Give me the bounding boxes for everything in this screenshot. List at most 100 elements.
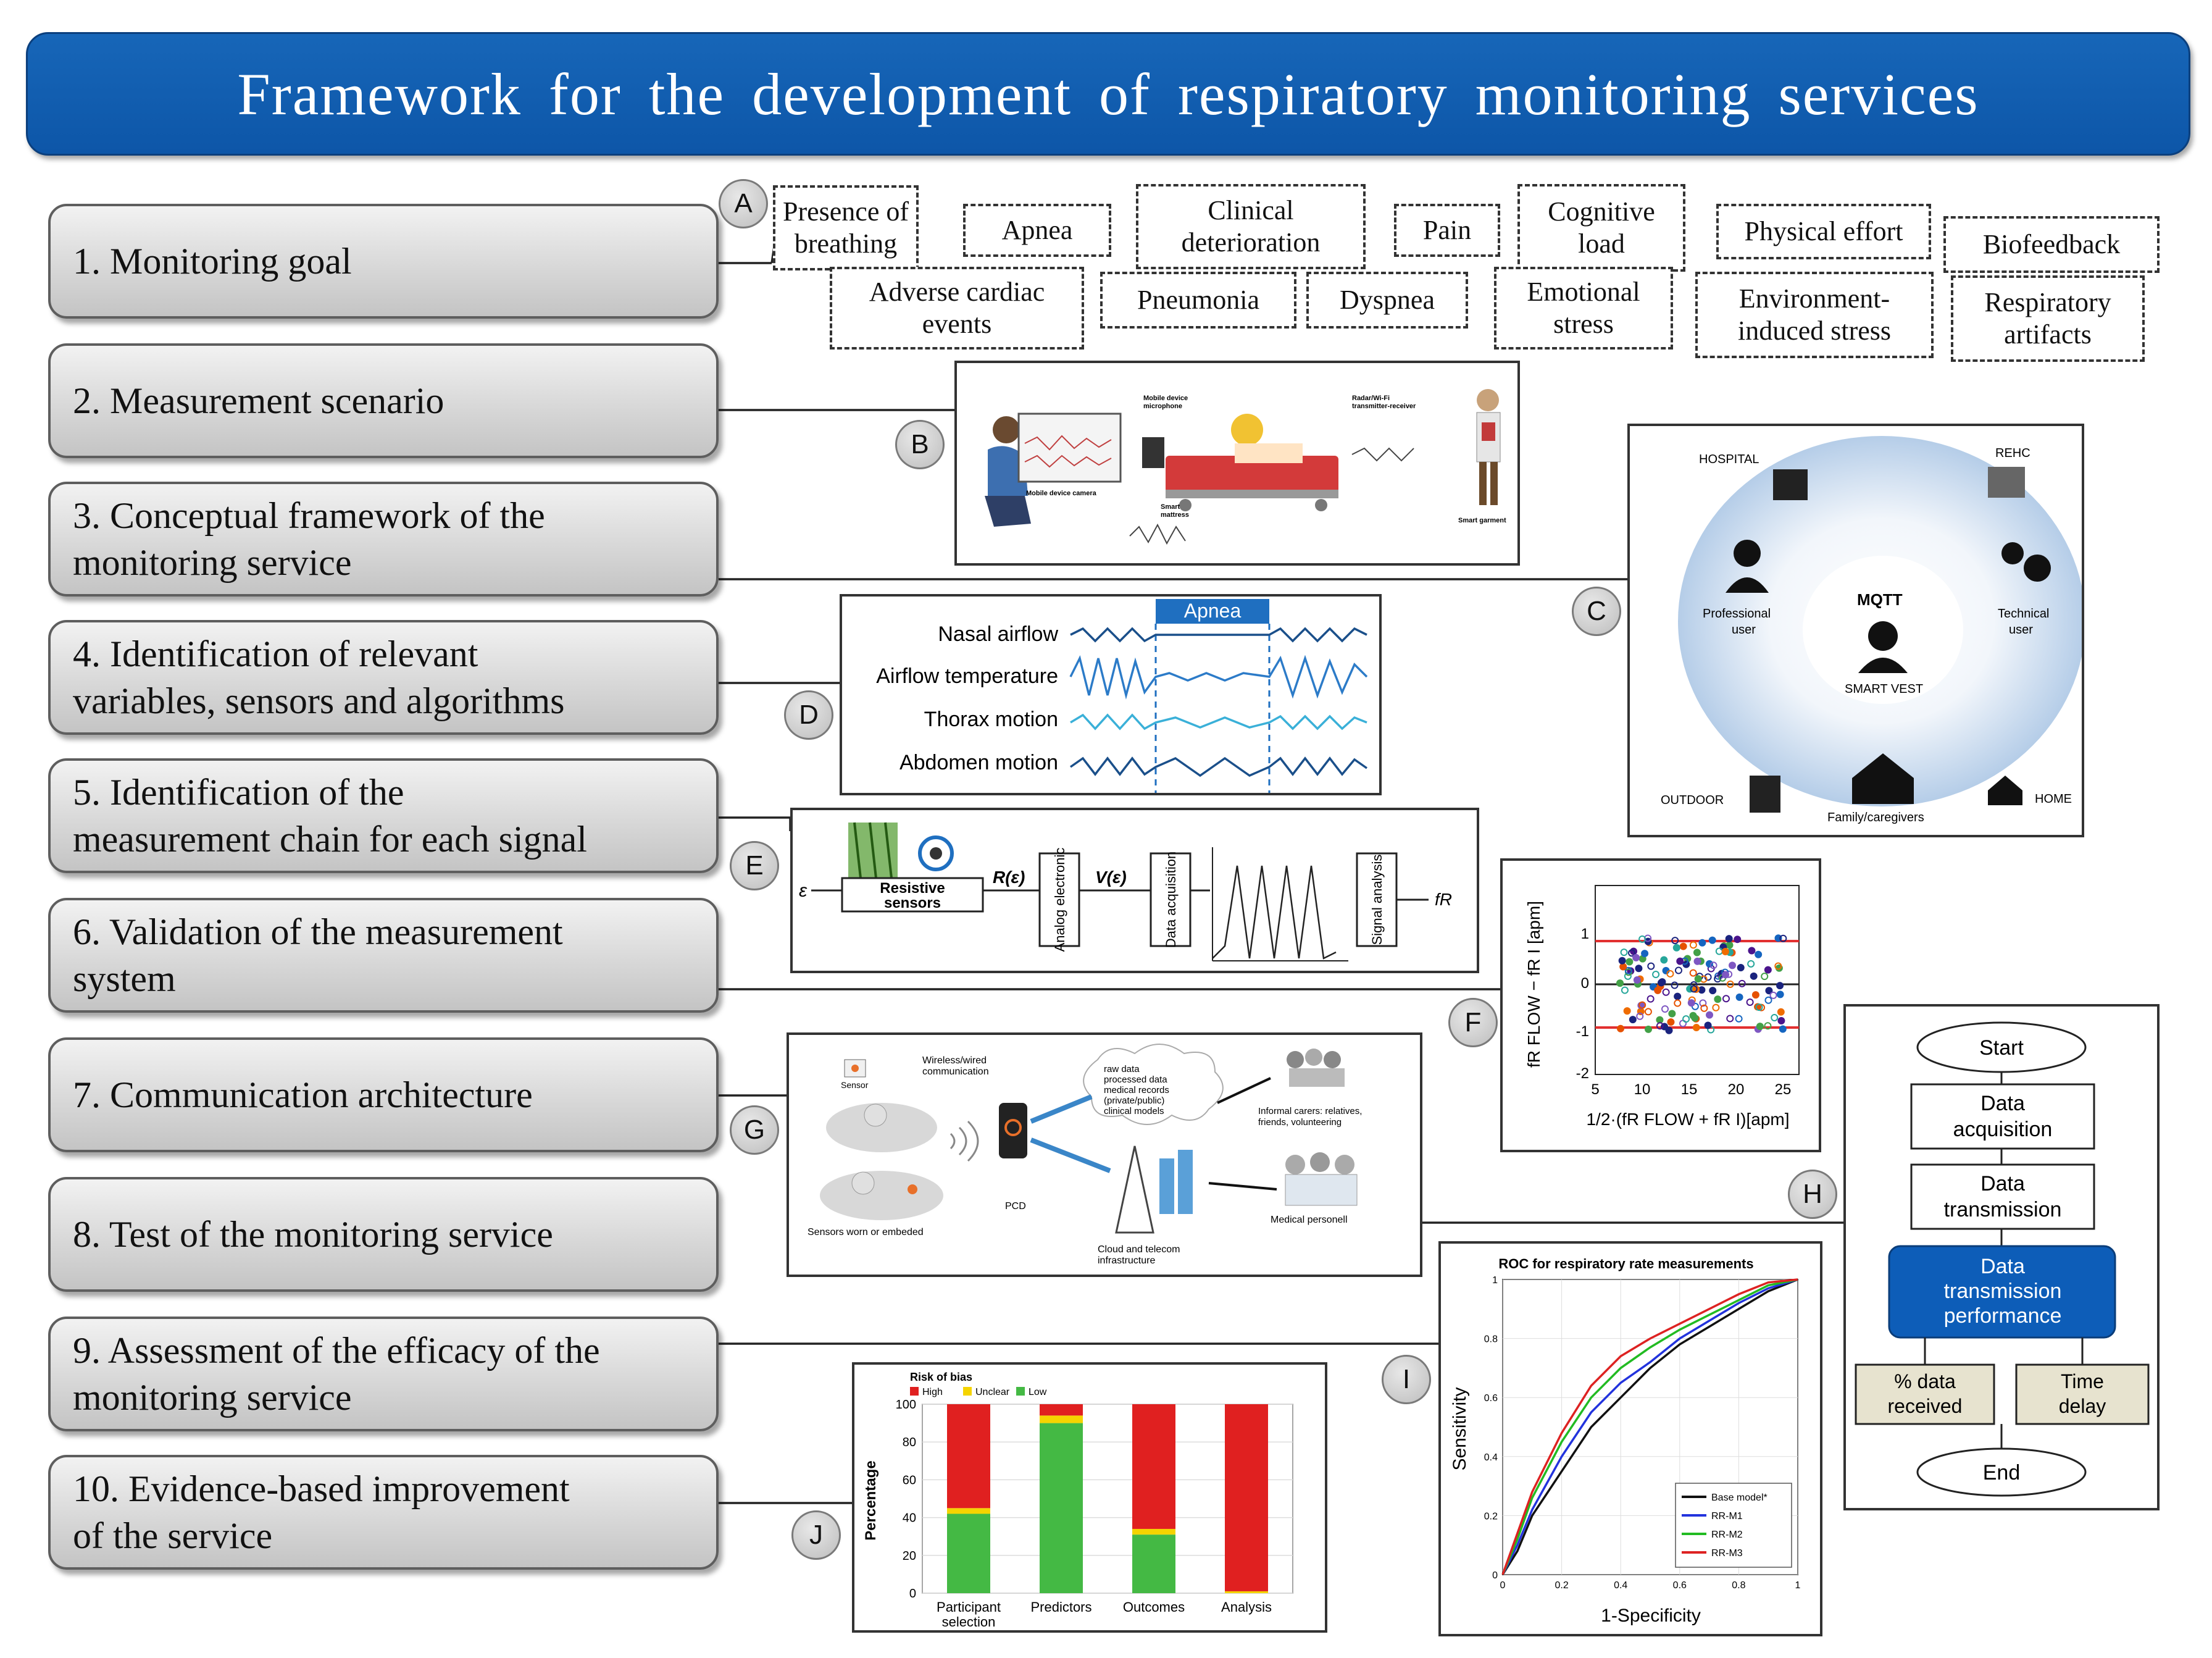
badge-i: I [1382, 1355, 1431, 1404]
scatter-point [1746, 998, 1754, 1006]
informal-carers-icon [1287, 1049, 1345, 1087]
bias-bar-high [947, 1404, 990, 1509]
bias-legend-label: High [922, 1387, 943, 1397]
airflow-temp-trace [1069, 655, 1368, 700]
technical-user-icon [2001, 542, 2024, 564]
camera-label: Mobile device camera [1026, 490, 1097, 497]
scatter-point [1692, 1024, 1700, 1032]
vest-label: SMART VEST [1845, 682, 1923, 696]
hospital-icon [1773, 469, 1808, 500]
badge-g: G [730, 1105, 779, 1155]
scatter-point [1693, 957, 1701, 965]
goal-biofeedback: Biofeedback [1943, 216, 2160, 273]
scatter-point [1714, 995, 1722, 1003]
bias-bar-low [947, 1514, 990, 1593]
scatter-point [1619, 963, 1627, 971]
signal-name: Airflow temperature [876, 664, 1058, 688]
scatter-point [1737, 963, 1745, 971]
scatter-point [1633, 976, 1641, 984]
tower-icon [1115, 1145, 1154, 1234]
badge-c: C [1572, 587, 1621, 636]
roc-y-tick: 0.8 [1484, 1334, 1498, 1345]
garment-person-icon [1477, 389, 1499, 411]
scatter-point [1662, 988, 1670, 996]
scatter-point [1774, 962, 1782, 970]
home-icon [1988, 776, 2022, 805]
signals-plot: Apnea Nasal airflow Airflow temperature … [876, 599, 1368, 793]
daq-waveform [1212, 865, 1337, 960]
scatter-point [1755, 1003, 1763, 1011]
scatter-point [1755, 950, 1763, 958]
scatter-point [1705, 960, 1713, 968]
scatter-point [1699, 999, 1707, 1007]
bias-bar-unclear [1132, 1528, 1175, 1535]
scatter-point [1623, 1007, 1631, 1015]
scatter-point [1636, 1012, 1644, 1020]
family-label: Family/caregivers [1827, 811, 1924, 824]
scatter-point [1617, 1024, 1625, 1032]
bias-bar-unclear [1225, 1591, 1268, 1593]
rehc-icon [1988, 467, 2025, 498]
bias-bar-low [1040, 1423, 1083, 1593]
bias-bar-high [1132, 1404, 1175, 1529]
scatter-point [1700, 1004, 1708, 1012]
legend-label: RR-M2 [1711, 1530, 1743, 1540]
y-tick: 1 [1581, 926, 1589, 942]
x-tick: 20 [1728, 1081, 1745, 1098]
roc-curve [1501, 1278, 1798, 1575]
scatter-point [1751, 991, 1759, 999]
step-label: 6. Validation of the measurement system [73, 911, 563, 999]
arrow-to-tower [1030, 1137, 1111, 1173]
x-axis-label: 1/2·(fR FLOW + fR I)[apm] [1586, 1110, 1789, 1129]
step-4: 4. Identification of relevant variables,… [48, 620, 719, 735]
scatter-point [1656, 1022, 1664, 1030]
daq-block [1150, 852, 1192, 947]
badge-b: B [895, 420, 945, 469]
y-tick: -2 [1576, 1065, 1589, 1082]
goal-respiratory-artifacts: Respiratory artifacts [1951, 275, 2145, 362]
chain-output: fR [1435, 890, 1452, 909]
step-label: 3. Conceptual framework of the monitorin… [73, 495, 545, 583]
step-label: 8. Test of the monitoring service [73, 1214, 553, 1255]
bias-y-tick: 100 [896, 1398, 916, 1412]
bias-bar-unclear [947, 1508, 990, 1514]
roc-x-tick: 0.2 [1555, 1580, 1568, 1591]
r-label: R(ε) [993, 868, 1025, 887]
y-axis-label: fR FLOW − fR I [apm] [1524, 901, 1543, 1068]
phone-icon [1142, 437, 1164, 468]
scatter-point [1674, 999, 1682, 1007]
roc-x-tick: 0.8 [1732, 1580, 1745, 1591]
scatter-point [1764, 996, 1772, 1004]
scatter-point [1662, 966, 1670, 974]
abdomen-trace [1069, 756, 1368, 777]
scatter-point [1704, 1021, 1712, 1029]
scatter-point [1674, 966, 1682, 974]
sensor-label: Sensor [841, 1080, 869, 1090]
start-label: Start [1979, 1036, 2024, 1060]
end-label: End [1983, 1461, 2021, 1484]
scatter-point [1698, 939, 1706, 947]
scatter-point [1728, 961, 1736, 969]
end-node [1916, 1447, 2087, 1497]
bias-legend-label: Low [1029, 1387, 1047, 1397]
step-label: 1. Monitoring goal [73, 241, 352, 282]
scatter-point [1667, 1018, 1675, 1026]
bias-legend-swatch [1016, 1387, 1025, 1396]
scatter-point [1638, 935, 1646, 943]
scatter-point [1726, 1015, 1734, 1023]
step-7: 7. Communication architecture [48, 1037, 719, 1152]
x-tick: 15 [1681, 1081, 1698, 1098]
bias-y-tick: 40 [903, 1512, 916, 1525]
step-2: 2. Measurement scenario [48, 343, 719, 458]
